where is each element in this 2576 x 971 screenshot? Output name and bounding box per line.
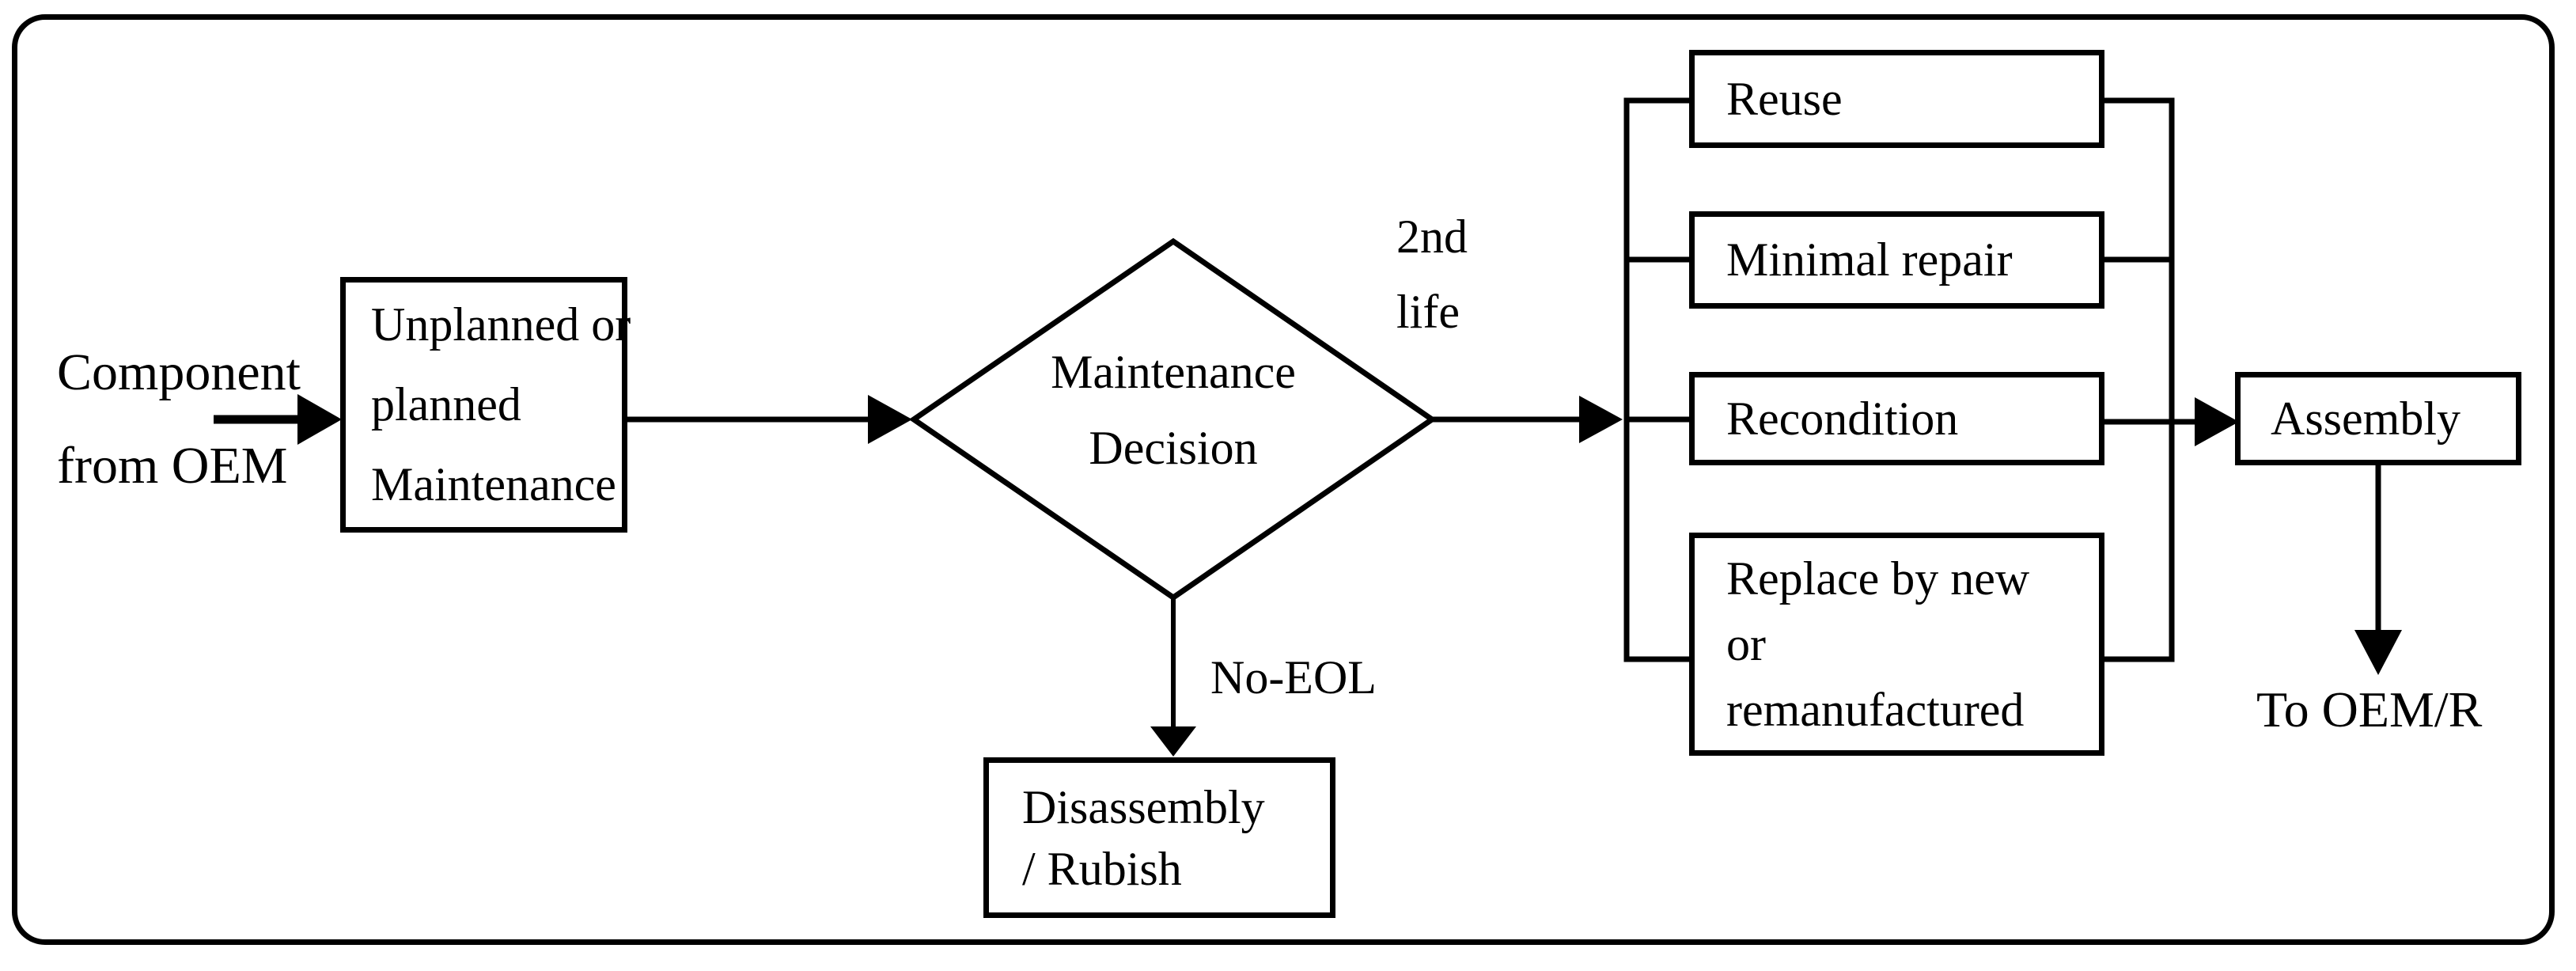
maintenance-box-line: Unplanned or xyxy=(371,298,631,351)
decision-label-line: Decision xyxy=(1089,422,1258,474)
reuse-label: Reuse xyxy=(1726,72,1843,125)
disassembly-box-line: Disassembly xyxy=(1022,780,1265,833)
minimal-repair-option-box: Minimal repair xyxy=(1689,211,2104,309)
to-oem-sink-label: To OEM/R xyxy=(2256,681,2483,738)
arrow-decision-down-head xyxy=(1150,726,1196,757)
component-source-label: Component from OEM xyxy=(57,326,301,513)
replace-box-line: Replace by new xyxy=(1726,552,2030,605)
replace-box-line: remanufactured xyxy=(1726,683,2025,736)
assembly-label: Assembly xyxy=(2271,392,2460,445)
arrow-component-to-maintenance-head xyxy=(297,394,342,445)
arrow-decision-to-options-head xyxy=(1579,396,1623,443)
replace-box-line: or xyxy=(1726,617,1766,670)
disassembly-box-line: / Rubish xyxy=(1022,842,1182,895)
decision-diamond-label: Maintenance Decision xyxy=(1015,334,1332,486)
replace-option-box: Replace by new or remanufactured xyxy=(1689,533,2104,756)
recondition-option-box: Recondition xyxy=(1689,372,2104,465)
reuse-option-box: Reuse xyxy=(1689,50,2104,148)
maintenance-box-line: Maintenance xyxy=(371,458,616,510)
arrow-maintenance-to-decision-head xyxy=(868,395,912,444)
maintenance-process-box: Unplanned or planned Maintenance xyxy=(340,277,631,533)
second-life-line: 2nd xyxy=(1396,211,1468,263)
maintenance-box-line: planned xyxy=(371,378,521,431)
options-bracket-left xyxy=(1623,97,1689,662)
assembly-process-box: Assembly xyxy=(2235,372,2521,465)
component-source-line: Component xyxy=(57,343,301,401)
minimal-repair-label: Minimal repair xyxy=(1726,233,2013,286)
no-eol-edge-label: No-EOL xyxy=(1210,651,1377,704)
figure-border xyxy=(12,14,2555,945)
component-source-line: from OEM xyxy=(57,437,288,495)
disassembly-process-box: Disassembly / Rubish xyxy=(983,757,1335,918)
second-life-edge-label: 2nd life xyxy=(1396,199,1468,350)
recondition-label: Recondition xyxy=(1726,392,1959,445)
arrow-assembly-down-head xyxy=(2354,630,2402,675)
options-bracket-right xyxy=(2104,97,2175,662)
arrow-options-to-assembly-head xyxy=(2195,397,2239,446)
decision-label-line: Maintenance xyxy=(1051,346,1296,398)
second-life-line: life xyxy=(1396,286,1460,338)
